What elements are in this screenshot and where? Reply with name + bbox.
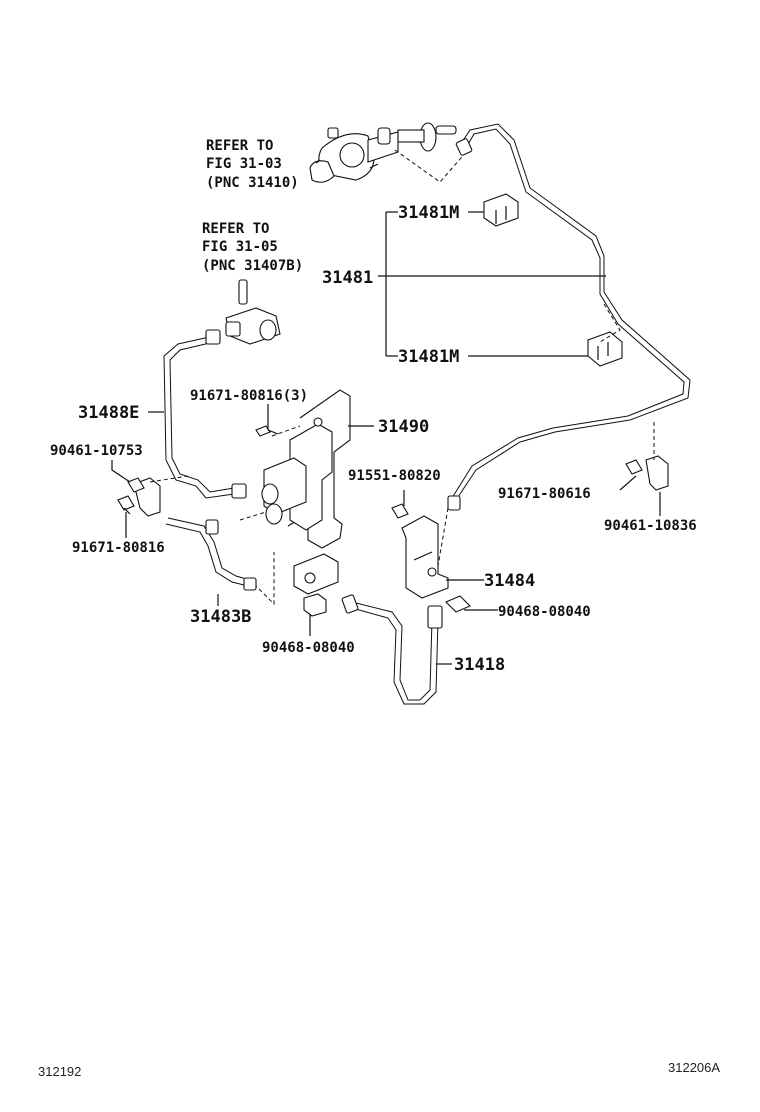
clamp-31481M-bottom <box>587 331 623 367</box>
bolt-91551-80820 <box>391 503 409 519</box>
label-90461-10753: 90461-10753 <box>50 443 143 459</box>
bracket-31484-part <box>401 515 449 599</box>
label-31488E: 31488E <box>78 403 139 423</box>
clip-90468-08040-right <box>445 595 471 613</box>
leader-lines <box>111 211 661 665</box>
footer-left-code: 312192 <box>38 1064 81 1079</box>
clip-90468-08040-bottom <box>303 593 327 617</box>
label-31484: 31484 <box>484 571 535 591</box>
refer1-line1: REFER TO <box>206 138 273 154</box>
refer1-line2: FIG 31-03 <box>206 156 282 172</box>
label-91551-80820: 91551-80820 <box>348 468 441 484</box>
footer-right-code: 312206A <box>668 1060 720 1075</box>
bolt-91671-80816-3 <box>255 425 279 437</box>
refer2-line3: (PNC 31407B) <box>202 258 303 274</box>
label-31418: 31418 <box>454 655 505 675</box>
bolt-91671-80816 <box>117 495 135 515</box>
label-91671-80616: 91671-80616 <box>498 486 591 502</box>
label-91671-80816: 91671-80816 <box>72 540 165 556</box>
refer1-line3: (PNC 31410) <box>206 175 299 191</box>
master-cylinder-part <box>309 122 457 183</box>
proportioning-valve-part <box>225 279 281 345</box>
label-90468-08040-right: 90468-08040 <box>498 604 591 620</box>
label-31481M-top: 31481M <box>398 203 459 223</box>
hose-31418 <box>341 594 443 705</box>
refer-block-2: REFER TO FIG 31-05 (PNC 31407B) <box>202 221 303 274</box>
refer-block-1: REFER TO FIG 31-03 (PNC 31410) <box>206 138 299 191</box>
label-90461-10836: 90461-10836 <box>604 518 697 534</box>
clip-90461-10753 <box>127 477 161 517</box>
refer2-line2: FIG 31-05 <box>202 239 278 255</box>
pipe-31488E <box>163 329 247 499</box>
clip-90461-10836 <box>645 455 669 491</box>
bracket-31490-part <box>261 389 351 595</box>
refer2-line1: REFER TO <box>202 221 269 237</box>
label-31490: 31490 <box>378 417 429 437</box>
clamp-31481M-top <box>483 193 519 227</box>
label-31481: 31481 <box>322 268 373 288</box>
label-31483B: 31483B <box>190 607 251 627</box>
pipe-31481 <box>447 123 691 511</box>
pipe-31483B <box>165 517 257 591</box>
bolt-91671-80616 <box>625 459 643 475</box>
label-90468-08040-bottom: 90468-08040 <box>262 640 355 656</box>
label-91671-80816-3: 91671-80816(3) <box>190 388 308 404</box>
label-31481M-bottom: 31481M <box>398 347 459 367</box>
